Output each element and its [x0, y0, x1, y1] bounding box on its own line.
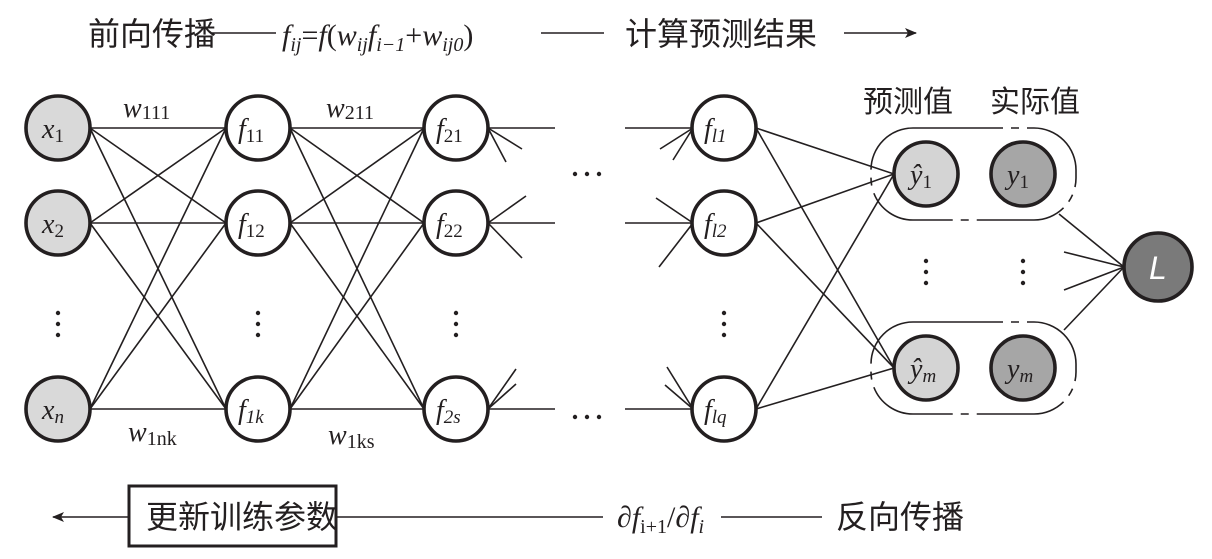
node-hidden2-2: f22: [422, 189, 490, 257]
update-parameters-box: [127, 484, 338, 548]
node-hidden1-2: f12: [224, 189, 292, 257]
hiddenL-output-edge: [755, 222, 895, 369]
node-label: f22: [436, 209, 463, 242]
node-circle: [989, 334, 1057, 402]
node-hiddenL-3: flq: [690, 375, 758, 443]
vertical-ellipsis-input: [55, 310, 61, 338]
forward-formula: fij=f(wijfi−1+wij0): [282, 19, 473, 56]
backward-propagation-label: 反向传播: [836, 498, 964, 536]
node-hiddenL-2: fl2: [690, 189, 758, 257]
node-circle: [690, 189, 758, 257]
node-actual-1: y1: [989, 140, 1057, 208]
weight-label-w211: w211: [326, 93, 374, 124]
gradient-formula: ∂fi+1/∂fi: [617, 501, 704, 538]
hiddenL-output-edge: [755, 173, 895, 224]
node-hiddenL-1: fl1: [690, 94, 758, 162]
loss-circle: [1122, 231, 1194, 303]
hiddenL-output-edge: [755, 173, 895, 410]
weight-label-w1ks: w1ks: [328, 420, 375, 453]
vertical-ellipsis-hidden2: [453, 310, 459, 338]
node-circle: [892, 140, 960, 208]
node-label: f2s: [436, 395, 461, 428]
node-input-3: xn: [24, 375, 92, 443]
stub-edges: [487, 127, 1125, 410]
hidden1-hidden2-edge: [289, 127, 425, 224]
node-circle: [690, 94, 758, 162]
node-label: y1: [1004, 160, 1029, 193]
node-label: flq: [704, 395, 727, 428]
predicted-value-label: 预测值: [863, 85, 953, 120]
node-label: xn: [41, 395, 64, 428]
vertical-ellipsis-hidden1: [255, 310, 261, 338]
node-label: x2: [41, 209, 64, 242]
node-circle: [24, 189, 92, 257]
hiddenL-output-edge: [755, 127, 895, 175]
vertical-ellipsis-actual: [1020, 258, 1026, 286]
node-label: fl2: [704, 209, 727, 242]
hiddenL-output-edge: [755, 127, 895, 369]
node-circle: [224, 375, 292, 443]
compute-prediction-label: 计算预测结果: [625, 15, 817, 53]
node-label: f21: [436, 114, 463, 147]
vertical-ellipsis-hiddenL: [721, 310, 727, 338]
node-hidden2-1: f21: [422, 94, 490, 162]
network-nodes: x1 x2 xn f11 f12 f1k f21 f22 f2s fl1 fl2 flq ŷ1 ŷm y1 y…: [24, 94, 1194, 443]
update-parameters-label: 更新训练参数: [146, 498, 338, 536]
node-label: f1k: [238, 395, 264, 428]
node-actual-2: ym: [989, 334, 1057, 402]
forward-propagation-label: 前向传播: [88, 15, 216, 53]
actual-value-label: 实际值: [990, 85, 1080, 120]
horizontal-ellipsis-bottom: [572, 414, 602, 420]
node-input-1: x1: [24, 94, 92, 162]
node-input-2: x2: [24, 189, 92, 257]
node-circle: [422, 375, 490, 443]
vertical-ellipsis-predicted: [923, 258, 929, 286]
node-circle: [422, 94, 490, 162]
svg-text:fij=f(wijfi−1+wij0): fij=f(wijfi−1+wij0): [282, 19, 473, 56]
hidden1-hidden2-edge: [289, 222, 425, 410]
node-label: f12: [238, 209, 265, 242]
node-label: ŷ1: [907, 160, 932, 193]
node-circle: [224, 94, 292, 162]
input-hidden1-edge: [89, 127, 227, 410]
node-hidden2-3: f2s: [422, 375, 490, 443]
node-label: f11: [238, 114, 264, 147]
input-hidden1-edge: [89, 222, 227, 410]
node-circle: [24, 375, 92, 443]
output-pair-group-m: [870, 321, 1077, 415]
input-hidden1-edge: [89, 127, 227, 224]
hidden1-hidden2-edge: [289, 127, 425, 410]
svg-text:∂fi+1/∂fi: ∂fi+1/∂fi: [617, 501, 704, 538]
node-loss: L: [1122, 231, 1194, 303]
loss-label: L: [1149, 250, 1167, 286]
node-circle: [690, 375, 758, 443]
node-circle: [892, 334, 960, 402]
weight-label-w111: w111: [123, 93, 170, 124]
output-pair-group-1: [870, 127, 1077, 221]
node-circle: [422, 189, 490, 257]
node-circle: [989, 140, 1057, 208]
node-hidden1-3: f1k: [224, 375, 292, 443]
node-label: ym: [1004, 354, 1033, 387]
horizontal-ellipsis-top: [572, 171, 602, 177]
node-predicted-2: ŷm: [892, 334, 960, 402]
node-hidden1-1: f11: [224, 94, 292, 162]
node-label: fl1: [704, 114, 727, 147]
node-circle: [24, 94, 92, 162]
node-predicted-1: ŷ1: [892, 140, 960, 208]
network-edges: [89, 127, 895, 410]
node-label: x1: [41, 114, 64, 147]
node-circle: [224, 189, 292, 257]
node-label: ŷm: [907, 354, 936, 387]
weight-label-w1nk: w1nk: [128, 417, 177, 450]
